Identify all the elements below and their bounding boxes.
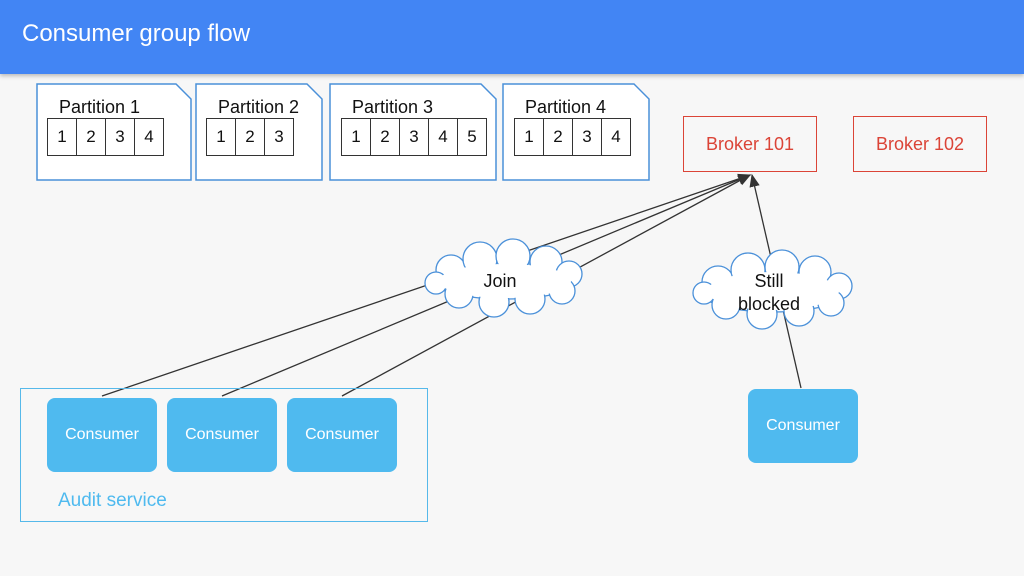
page-title: Consumer group flow bbox=[22, 20, 251, 47]
broker-101: Broker 101 bbox=[683, 116, 817, 172]
partition-cell: 1 bbox=[206, 118, 236, 156]
partition-3-label: Partition 3 bbox=[352, 97, 434, 117]
consumer-box: Consumer bbox=[167, 398, 277, 472]
partition-3-cells: 1 2 3 4 5 bbox=[341, 118, 487, 156]
consumer-box: Consumer bbox=[47, 398, 157, 472]
partition-cell: 2 bbox=[77, 118, 106, 156]
partition-2-label: Partition 2 bbox=[218, 97, 300, 117]
partition-4-label: Partition 4 bbox=[525, 97, 607, 117]
consumer-box: Consumer bbox=[287, 398, 397, 472]
partition-cell: 1 bbox=[514, 118, 544, 156]
partition-cell: 3 bbox=[265, 118, 294, 156]
partition-cell: 1 bbox=[341, 118, 371, 156]
audit-service-group bbox=[20, 388, 428, 522]
partition-1-cells: 1 2 3 4 bbox=[47, 118, 164, 156]
partition-cell: 2 bbox=[371, 118, 400, 156]
partition-cell: 2 bbox=[236, 118, 265, 156]
partition-1-label: Partition 1 bbox=[59, 97, 141, 117]
partition-cell: 4 bbox=[429, 118, 458, 156]
still-blocked-cloud-fill bbox=[707, 272, 839, 310]
partition-2-cells: 1 2 3 bbox=[206, 118, 294, 156]
still-blocked-label: Still blocked bbox=[737, 271, 801, 314]
partition-cell: 1 bbox=[47, 118, 77, 156]
partition-cell: 2 bbox=[544, 118, 573, 156]
join-cloud-fill bbox=[439, 264, 571, 298]
standalone-consumer-box: Consumer bbox=[748, 389, 858, 463]
partition-cell: 4 bbox=[602, 118, 631, 156]
partition-4-cells: 1 2 3 4 bbox=[514, 118, 631, 156]
partition-cell: 5 bbox=[458, 118, 487, 156]
header-bar: Consumer group flow bbox=[0, 0, 1024, 74]
broker-102: Broker 102 bbox=[853, 116, 987, 172]
partition-cell: 3 bbox=[573, 118, 602, 156]
audit-service-label: Audit service bbox=[58, 490, 167, 511]
partition-cell: 3 bbox=[400, 118, 429, 156]
join-label: Join bbox=[483, 271, 517, 291]
partition-cell: 3 bbox=[106, 118, 135, 156]
partition-cell: 4 bbox=[135, 118, 164, 156]
